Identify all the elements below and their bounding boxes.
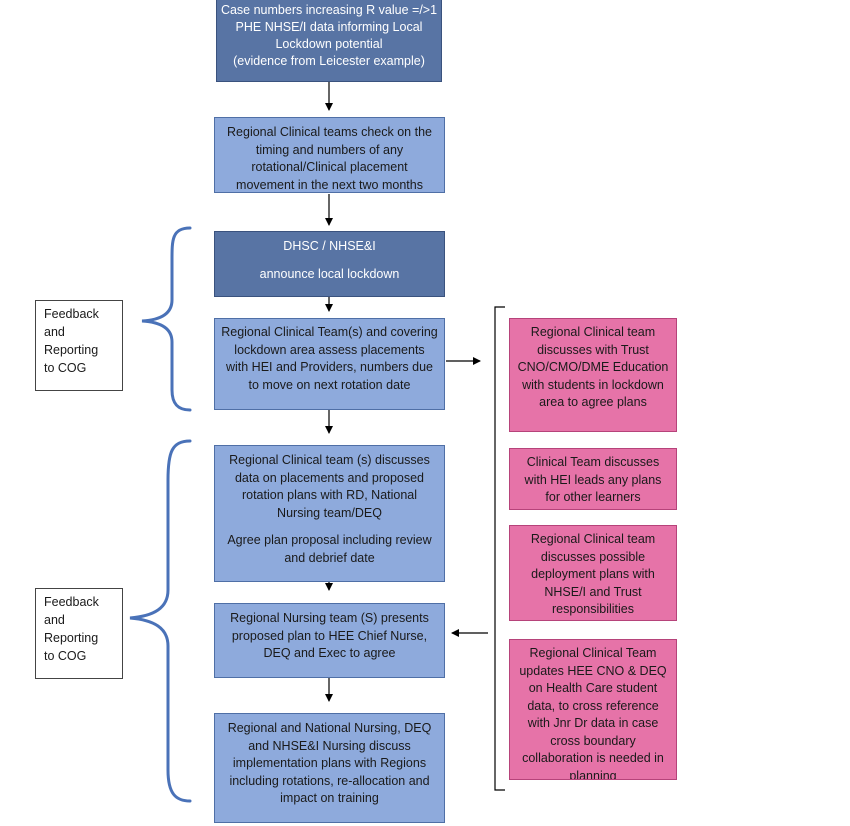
step-case-numbers: Case numbers increasing R value =/>1 PHE…	[216, 0, 442, 82]
step-announce-lockdown: DHSC / NHSE&I announce local lockdown	[214, 231, 445, 297]
action-deployment-plans-text: Regional Clinical team discusses possibl…	[530, 532, 656, 616]
step-assess-placements: Regional Clinical Team(s) and covering l…	[214, 318, 445, 410]
feedback-bottom: Feedback and Reporting to COG	[35, 588, 123, 679]
action-bracket	[494, 306, 505, 791]
action-trust-discussion-text: Regional Clinical team discusses with Tr…	[517, 325, 669, 409]
action-trust-discussion: Regional Clinical team discusses with Tr…	[509, 318, 677, 432]
action-update-cno-text: Regional Clinical Team updates HEE CNO &…	[519, 646, 667, 780]
step-check-placements-text: Regional Clinical teams check on the tim…	[227, 125, 432, 192]
step-implementation: Regional and National Nursing, DEQ and N…	[214, 713, 445, 823]
step-check-placements: Regional Clinical teams check on the tim…	[214, 117, 445, 193]
step-present-plan-text: Regional Nursing team (S) presents propo…	[230, 611, 429, 660]
step-implementation-text: Regional and National Nursing, DEQ and N…	[227, 721, 432, 805]
feedback-top: Feedback and Reporting to COG	[35, 300, 123, 391]
step-present-plan: Regional Nursing team (S) presents propo…	[214, 603, 445, 678]
step-announce-lockdown-subtitle: announce local lockdown	[259, 266, 400, 281]
step-discuss-rotation: Regional Clinical team (s) discusses dat…	[214, 445, 445, 582]
action-deployment-plans: Regional Clinical team discusses possibl…	[509, 525, 677, 621]
step-assess-placements-text: Regional Clinical Team(s) and covering l…	[221, 325, 438, 392]
step-case-numbers-text: Case numbers increasing R value =/>1 PHE…	[220, 3, 438, 68]
step-discuss-rotation-text: Regional Clinical team (s) discusses dat…	[229, 453, 430, 520]
step-announce-lockdown-title: DHSC / NHSE&I	[283, 239, 376, 253]
brace-top	[141, 226, 192, 412]
brace-bottom	[129, 439, 192, 803]
action-update-cno: Regional Clinical Team updates HEE CNO &…	[509, 639, 677, 780]
action-hei-discussion-text: Clinical Team discusses with HEI leads a…	[524, 455, 662, 504]
step-discuss-rotation-agree: Agree plan proposal including review and…	[227, 533, 432, 565]
action-hei-discussion: Clinical Team discusses with HEI leads a…	[509, 448, 677, 510]
